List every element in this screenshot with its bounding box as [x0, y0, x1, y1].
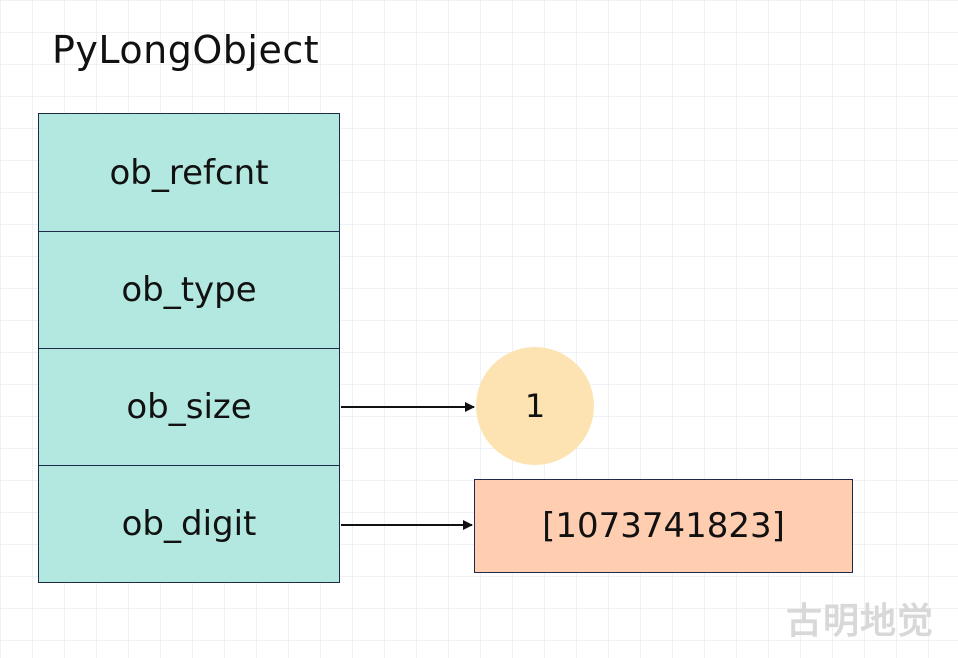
diagram-title: PyLongObject: [52, 28, 320, 72]
ob-digit-value: [1073741823]: [542, 506, 785, 546]
ob-size-value: 1: [524, 387, 546, 425]
pylongobject-struct: ob_refcnt ob_type ob_size ob_digit: [38, 113, 340, 583]
field-ob-type: ob_type: [39, 231, 339, 348]
field-ob-digit: ob_digit: [39, 465, 339, 582]
ob-size-value-circle: 1: [476, 347, 594, 465]
field-ob-size: ob_size: [39, 348, 339, 465]
watermark: 古明地觉: [785, 601, 934, 642]
field-ob-refcnt: ob_refcnt: [109, 152, 269, 193]
ob-digit-array-box: [1073741823]: [474, 479, 853, 573]
